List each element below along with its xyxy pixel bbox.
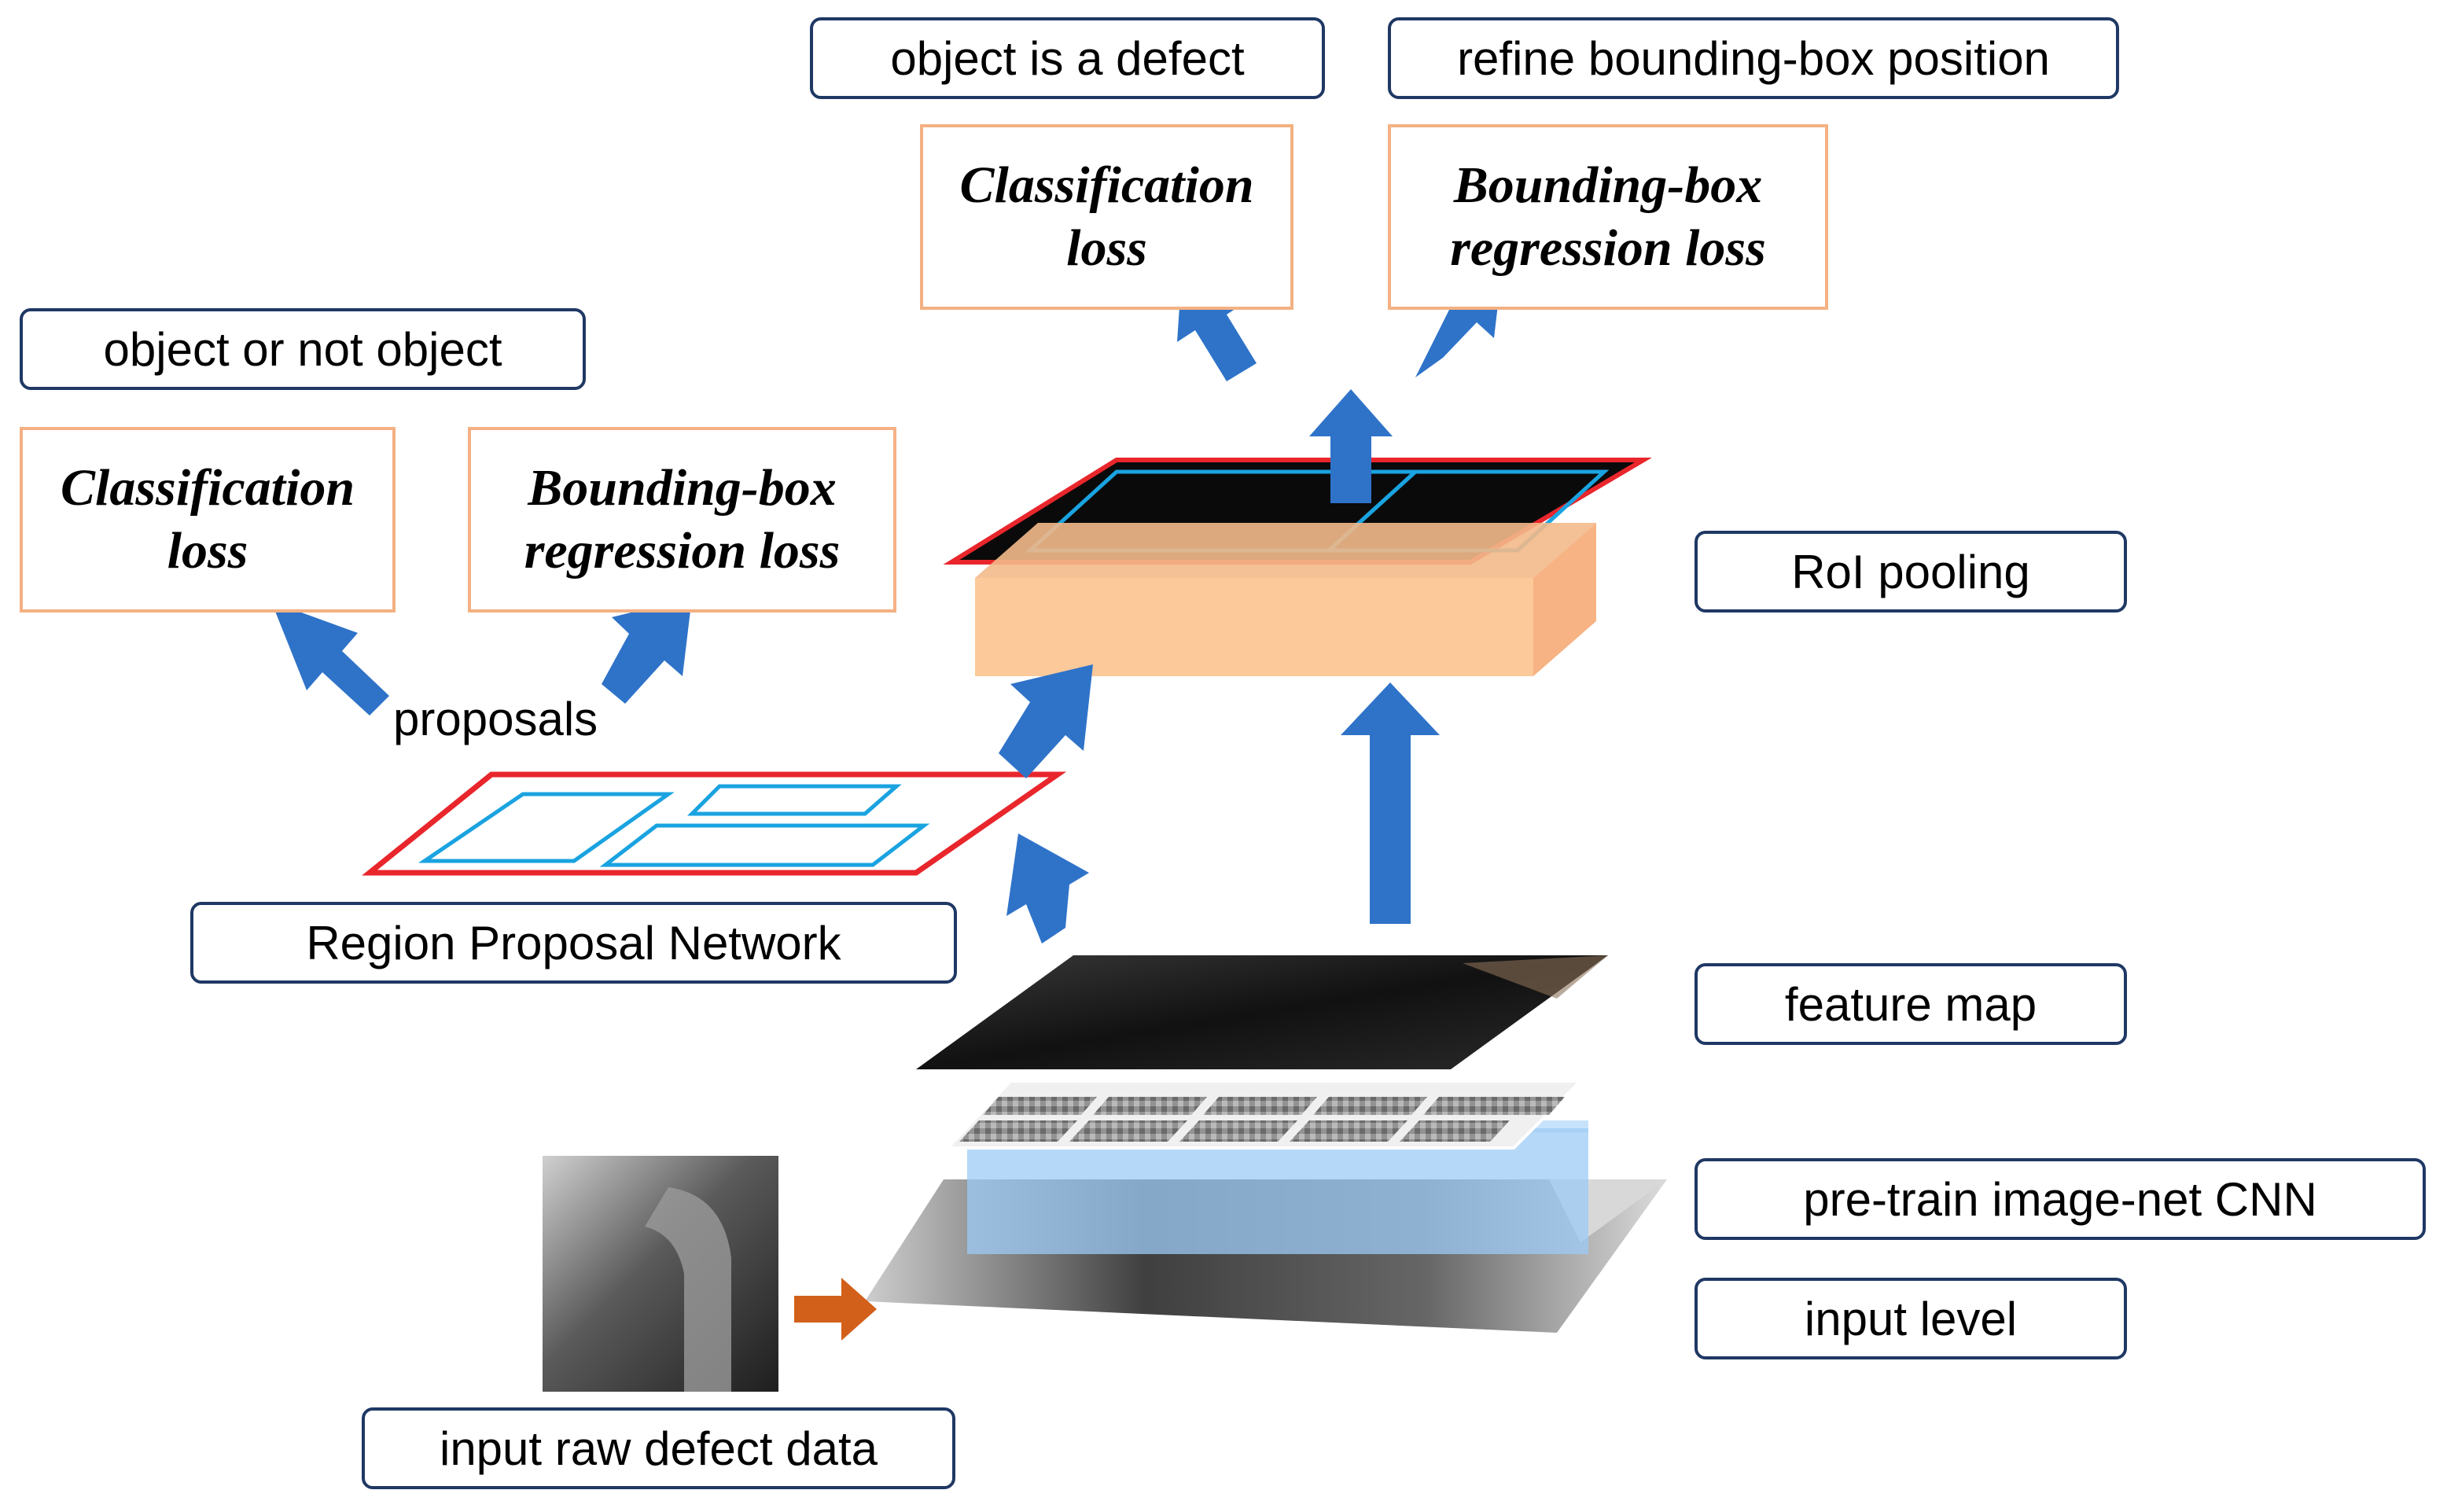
label-object-or-not-text: object or not object xyxy=(103,322,502,376)
left-classification-loss-line2: loss xyxy=(167,522,248,579)
label-input-level-text: input level xyxy=(1804,1292,2018,1345)
arrow-to-left-classification xyxy=(271,601,389,716)
top-bbox-regression-loss-line1: Bounding-box xyxy=(1453,156,1763,214)
filter-grid-tiles xyxy=(959,1097,1565,1142)
label-feature-map: feature map xyxy=(1695,963,2127,1045)
label-refine-bbox-text: refine bounding-box position xyxy=(1457,31,2050,85)
label-input-raw-data: input raw defect data xyxy=(362,1407,955,1489)
label-roi-pooling-text: RoI pooling xyxy=(1791,545,2030,598)
label-region-proposal-network: Region Proposal Network xyxy=(190,902,957,984)
arrow-cnn-to-roi xyxy=(1341,682,1440,924)
feature-map-highlight xyxy=(1463,955,1608,999)
roi-block-front xyxy=(975,578,1533,676)
proposal-box-3 xyxy=(599,823,930,867)
label-object-is-defect-text: object is a defect xyxy=(890,31,1245,85)
roi-block-side xyxy=(1533,523,1596,676)
label-pretrain-cnn-text: pre-train image-net CNN xyxy=(1803,1172,2317,1226)
label-pretrain-cnn: pre-train image-net CNN xyxy=(1695,1158,2426,1240)
proposals-text: proposals xyxy=(393,693,598,745)
proposal-box-1 xyxy=(418,792,675,863)
label-input-level: input level xyxy=(1695,1278,2127,1359)
label-object-is-defect: object is a defect xyxy=(810,17,1325,99)
top-classification-loss-box: Classification loss xyxy=(920,124,1293,310)
top-classification-loss-line1: Classification xyxy=(959,156,1254,214)
top-classification-loss-line2: loss xyxy=(1066,219,1147,277)
left-bbox-regression-loss-line2: regression loss xyxy=(524,522,841,579)
top-bbox-regression-loss-box: Bounding-box regression loss xyxy=(1388,124,1828,310)
label-roi-pooling: RoI pooling xyxy=(1695,531,2127,613)
arrow-feature-to-rpn xyxy=(1006,833,1089,944)
input-raw-photo xyxy=(543,1156,778,1392)
left-classification-loss-box: Classification loss xyxy=(20,427,396,613)
label-region-proposal-network-text: Region Proposal Network xyxy=(306,916,841,969)
orange-arrow xyxy=(794,1278,877,1341)
label-object-or-not: object or not object xyxy=(20,308,586,390)
arrow-proposals-to-roi xyxy=(999,664,1093,778)
arrow-to-left-bbox xyxy=(602,598,692,704)
label-input-raw-data-text: input raw defect data xyxy=(439,1422,878,1475)
proposal-box-2 xyxy=(686,784,902,816)
top-bbox-regression-loss-line2: regression loss xyxy=(1450,219,1766,277)
left-bbox-regression-loss-box: Bounding-box regression loss xyxy=(468,427,896,613)
left-bbox-regression-loss-line1: Bounding-box xyxy=(528,459,837,517)
arrow-roi-up xyxy=(1309,389,1393,503)
roi-block-top xyxy=(975,523,1596,578)
left-classification-loss-line1: Classification xyxy=(60,459,355,517)
label-feature-map-text: feature map xyxy=(1784,977,2037,1031)
input-raw-photo-detail xyxy=(645,1187,731,1392)
feature-map-plane xyxy=(916,955,1608,1069)
label-refine-bbox: refine bounding-box position xyxy=(1388,17,2119,99)
